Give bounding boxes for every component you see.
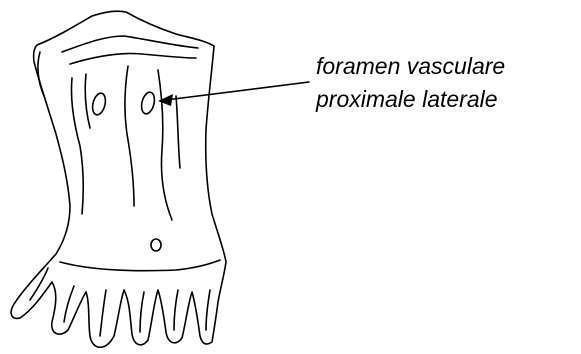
foramen-proximal-lateral bbox=[140, 91, 157, 115]
foramen-medial bbox=[91, 92, 108, 116]
digit-line-4 bbox=[140, 292, 144, 332]
bone-outline bbox=[11, 11, 226, 347]
foramen-distal bbox=[151, 239, 161, 251]
digit-line-3 bbox=[100, 290, 106, 336]
proximal-rim-inner bbox=[70, 53, 196, 64]
annotation-label-line-1: foramen vasculare bbox=[316, 53, 505, 79]
proximal-rim-line bbox=[62, 36, 198, 52]
digit-line-5 bbox=[174, 290, 178, 330]
pointer-arrow-line bbox=[166, 82, 309, 100]
annotation-label-line-2: proximale laterale bbox=[316, 86, 498, 112]
pointer-arrowhead bbox=[158, 94, 173, 106]
distal-crease bbox=[60, 260, 220, 271]
digit-line-6 bbox=[206, 290, 210, 330]
shaft-ridge-left bbox=[71, 78, 83, 214]
shaft-ridge-middle bbox=[125, 66, 134, 206]
shaft-ridge-right bbox=[158, 70, 172, 220]
digit-line-2 bbox=[64, 286, 74, 322]
left-edge-thickening bbox=[38, 52, 44, 96]
shaft-ridge-right-inner bbox=[176, 96, 180, 168]
shaft-ridge-left-inner bbox=[85, 74, 90, 128]
